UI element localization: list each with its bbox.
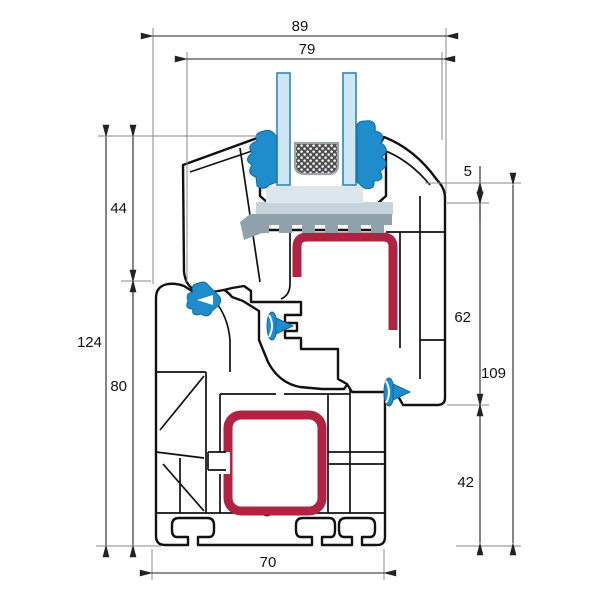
glazing-gasket-left xyxy=(247,129,278,189)
steel-fixing-clip xyxy=(207,451,226,471)
dimension-top-inner: 79 xyxy=(174,41,456,63)
dimension-bottom-width: 70 xyxy=(139,554,397,577)
dimension-top-outer: 89 xyxy=(140,18,459,40)
profile-group xyxy=(154,72,447,547)
dimension-sash-lower: 62 xyxy=(454,191,484,417)
glazing-spacer xyxy=(293,141,340,176)
dimension-glazing-step: 5 xyxy=(464,163,484,220)
dim-glazing-step-label: 5 xyxy=(464,163,472,180)
centre-seal-gasket xyxy=(266,311,295,341)
glazing-gasket-right xyxy=(356,120,387,190)
bottom-seal-gasket xyxy=(383,377,412,407)
glazing-block-medium xyxy=(256,202,393,215)
dimensions-group: 89 79 5 44 124 80 62 109 xyxy=(77,18,521,580)
dimension-overall-left: 124 xyxy=(77,124,110,558)
dim-top-inner-label: 79 xyxy=(299,41,316,58)
dim-sash-upper-label: 44 xyxy=(110,200,127,217)
dimension-right-overall: 109 xyxy=(481,172,517,556)
sash-steel-reinforcement xyxy=(292,232,398,330)
dim-bottom-width-label: 70 xyxy=(260,554,277,571)
dimension-frame-right: 42 xyxy=(457,393,484,556)
dim-overall-left-label: 124 xyxy=(77,334,102,351)
glass-pane-outer xyxy=(276,72,291,186)
gasket-group xyxy=(186,120,412,407)
frame-rebate-gasket-arrow xyxy=(197,295,213,305)
glazing-bracket-teeth xyxy=(240,214,384,240)
glazing-bracket-bar xyxy=(250,214,392,225)
dim-top-outer-label: 89 xyxy=(292,18,309,35)
dim-right-overall-label: 109 xyxy=(481,365,506,382)
steel-clip-gap xyxy=(219,452,230,474)
dim-frame-right-label: 42 xyxy=(457,474,474,491)
dim-frame-lower-label: 80 xyxy=(110,378,127,395)
dimension-frame-lower: 80 xyxy=(110,269,137,558)
dimension-sash-upper: 44 xyxy=(110,124,137,293)
glass-pane-inner xyxy=(342,72,357,186)
glazing-block-light xyxy=(266,186,363,203)
dim-sash-lower-label: 62 xyxy=(454,309,471,326)
